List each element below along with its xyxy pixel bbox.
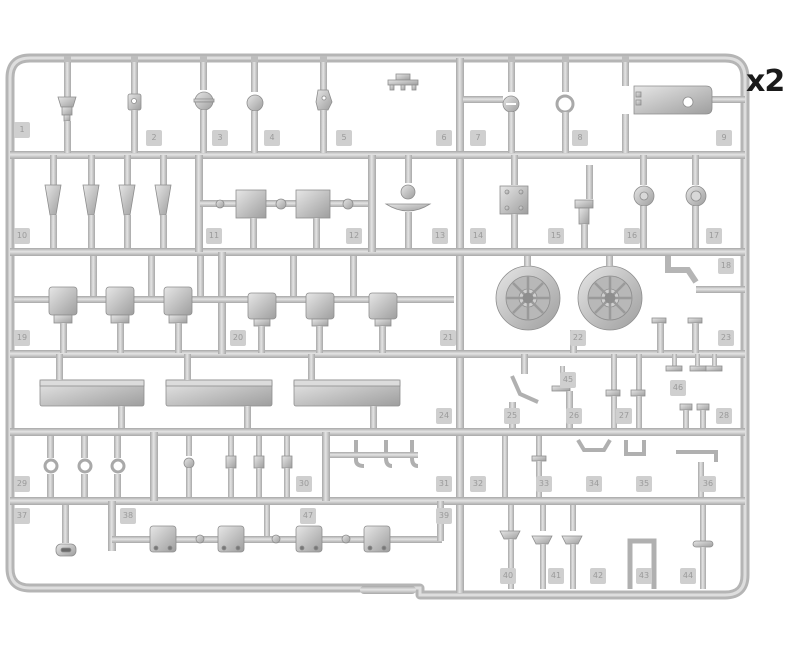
- part-number-tag: 40: [500, 568, 516, 584]
- part-number-tag: 37: [14, 508, 30, 524]
- part-number-tag: 19: [14, 330, 30, 346]
- part-number-tag: 29: [14, 476, 30, 492]
- part-number-tag: 5: [336, 130, 352, 146]
- part-number-tag: 42: [590, 568, 606, 584]
- part-number-tag: 9: [716, 130, 732, 146]
- part-number-tag: 23: [718, 330, 734, 346]
- part-number-tag: 6: [436, 130, 452, 146]
- row3-parts: [48, 256, 745, 353]
- part-number-tag: 22: [570, 330, 586, 346]
- part-number-tag: 47: [300, 508, 316, 524]
- part-number-tag: 39: [436, 508, 452, 524]
- part-number-tag: 14: [470, 228, 486, 244]
- part-number-tag: 44: [680, 568, 696, 584]
- part-number-tag: 36: [700, 476, 716, 492]
- row4-parts: [39, 354, 723, 428]
- part-number-tag: 2: [146, 130, 162, 146]
- part-number-tag: 26: [566, 408, 582, 424]
- part-number-tag: 21: [440, 330, 456, 346]
- part-number-tag: 28: [716, 408, 732, 424]
- part-number-tag: 45: [560, 372, 576, 388]
- part-number-tag: 32: [470, 476, 486, 492]
- part-number-tag: 3: [212, 130, 228, 146]
- part-number-tag: 1: [14, 122, 30, 138]
- multiplier-label: x2: [746, 64, 785, 99]
- part-number-tag: 25: [504, 408, 520, 424]
- part-number-tag: 10: [14, 228, 30, 244]
- part-number-tag: 34: [586, 476, 602, 492]
- part-number-tag: 20: [230, 330, 246, 346]
- part-number-tag: 12: [346, 228, 362, 244]
- part-number-tag: 11: [206, 228, 222, 244]
- part-number-tag: 17: [706, 228, 722, 244]
- row5-parts: [43, 436, 718, 497]
- part-number-tag: 16: [624, 228, 640, 244]
- part-number-tag: 13: [432, 228, 448, 244]
- part-number-tag: 15: [548, 228, 564, 244]
- part-number-tag: 31: [436, 476, 452, 492]
- part-number-tag: 38: [120, 508, 136, 524]
- row1-right-parts: [502, 62, 713, 153]
- part-number-tag: 33: [536, 476, 552, 492]
- part-number-tag: 7: [470, 130, 486, 146]
- row1-left-parts: [57, 62, 419, 153]
- part-number-tag: 43: [636, 568, 652, 584]
- row2-parts: [44, 155, 707, 248]
- frame-stubs: [64, 56, 629, 62]
- row6-parts: [55, 505, 714, 589]
- part-number-tag: 24: [436, 408, 452, 424]
- part-number-tag: 4: [264, 130, 280, 146]
- part-number-tag: 30: [296, 476, 312, 492]
- part-number-tag: 35: [636, 476, 652, 492]
- part-number-tag: 46: [670, 380, 686, 396]
- part-number-tag: 27: [616, 408, 632, 424]
- part-number-tag: 18: [718, 258, 734, 274]
- part-number-tag: 8: [572, 130, 588, 146]
- part-number-tag: 41: [548, 568, 564, 584]
